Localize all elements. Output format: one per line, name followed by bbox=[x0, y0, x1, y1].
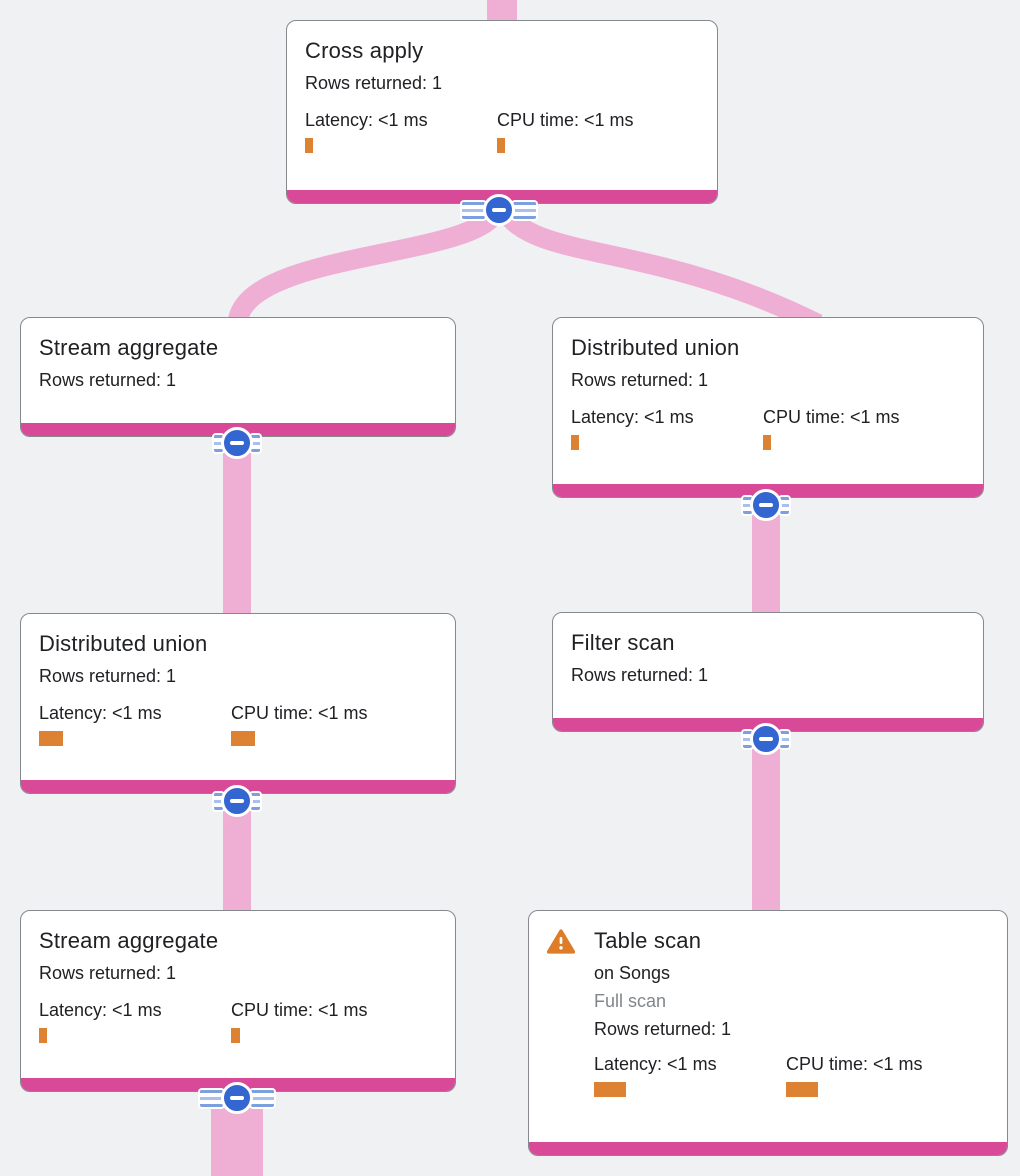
node-title: Distributed union bbox=[39, 631, 208, 656]
edge-stripes-icon bbox=[780, 496, 789, 514]
rows-returned: Rows returned: 1 bbox=[594, 1019, 732, 1040]
minus-icon bbox=[750, 489, 782, 521]
minus-icon bbox=[221, 427, 253, 459]
latency-bar bbox=[39, 731, 63, 747]
edge-stripes-icon bbox=[513, 201, 536, 219]
minus-icon bbox=[221, 1082, 253, 1114]
cpu-time-bar bbox=[497, 138, 505, 154]
cpu-time-metric: CPU time: <1 ms bbox=[786, 1054, 978, 1098]
latency-label: Latency: <1 ms bbox=[39, 1000, 162, 1021]
rows-returned: Rows returned: 1 bbox=[39, 370, 177, 391]
node-title: Table scan bbox=[594, 928, 702, 953]
plan-node-stream-aggregate-upper[interactable]: Stream aggregate Rows returned: 1 bbox=[20, 317, 456, 437]
minus-icon bbox=[483, 194, 515, 226]
plan-node-stream-aggregate-lower[interactable]: Stream aggregate Rows returned: 1 Latenc… bbox=[20, 910, 456, 1092]
node-title: Cross apply bbox=[305, 38, 424, 63]
edge-stripes-icon bbox=[200, 1089, 223, 1107]
collapse-button-cross-apply[interactable] bbox=[462, 194, 536, 226]
edge-stripes-icon bbox=[743, 496, 752, 514]
edge-stripes-icon bbox=[780, 730, 789, 748]
plan-node-table-scan[interactable]: Table scan on Songs Full scan Rows retur… bbox=[528, 910, 1008, 1156]
cpu-time-label: CPU time: <1 ms bbox=[497, 110, 634, 131]
cpu-time-label: CPU time: <1 ms bbox=[786, 1054, 923, 1075]
cpu-time-metric: CPU time: <1 ms bbox=[231, 703, 423, 747]
edge-cross-apply-to-distributed-union-right bbox=[494, 202, 823, 333]
plan-node-filter-scan[interactable]: Filter scan Rows returned: 1 bbox=[552, 612, 984, 732]
rows-returned: Rows returned: 1 bbox=[571, 665, 709, 686]
latency-metric: Latency: <1 ms bbox=[39, 703, 231, 747]
edge-stripes-icon bbox=[251, 434, 260, 452]
cpu-time-label: CPU time: <1 ms bbox=[231, 703, 368, 724]
rows-returned: Rows returned: 1 bbox=[39, 963, 177, 984]
node-title: Filter scan bbox=[571, 630, 675, 655]
collapse-button-distributed-union-left[interactable] bbox=[214, 785, 260, 817]
cpu-time-label: CPU time: <1 ms bbox=[763, 407, 900, 428]
latency-label: Latency: <1 ms bbox=[305, 110, 428, 131]
cpu-time-bar bbox=[763, 435, 771, 451]
latency-metric: Latency: <1 ms bbox=[305, 110, 497, 154]
latency-bar bbox=[571, 435, 579, 451]
edge-stripes-icon bbox=[743, 730, 752, 748]
latency-bar bbox=[39, 1028, 47, 1044]
collapse-button-stream-aggregate-lower[interactable] bbox=[200, 1082, 274, 1114]
latency-label: Latency: <1 ms bbox=[39, 703, 162, 724]
cpu-time-bar bbox=[231, 731, 255, 747]
rows-returned: Rows returned: 1 bbox=[39, 666, 177, 687]
node-bottom-bar bbox=[529, 1142, 1007, 1155]
cpu-time-bar bbox=[231, 1028, 240, 1044]
edge-stripes-icon bbox=[462, 201, 485, 219]
minus-icon bbox=[750, 723, 782, 755]
minus-icon bbox=[221, 785, 253, 817]
latency-bar bbox=[305, 138, 313, 154]
latency-label: Latency: <1 ms bbox=[571, 407, 694, 428]
rows-returned: Rows returned: 1 bbox=[571, 370, 709, 391]
scan-type: Full scan bbox=[594, 991, 667, 1012]
collapse-button-distributed-union-right[interactable] bbox=[743, 489, 789, 521]
plan-node-distributed-union-right[interactable]: Distributed union Rows returned: 1 Laten… bbox=[552, 317, 984, 498]
collapse-button-stream-aggregate-upper[interactable] bbox=[214, 427, 260, 459]
node-title: Stream aggregate bbox=[39, 928, 219, 953]
edge-stripes-icon bbox=[214, 434, 223, 452]
plan-node-distributed-union-left[interactable]: Distributed union Rows returned: 1 Laten… bbox=[20, 613, 456, 794]
latency-metric: Latency: <1 ms bbox=[39, 1000, 231, 1044]
latency-bar bbox=[594, 1082, 626, 1098]
edge-stripes-icon bbox=[251, 792, 260, 810]
node-subtitle: on Songs bbox=[594, 963, 671, 984]
node-title: Distributed union bbox=[571, 335, 740, 360]
collapse-button-filter-scan[interactable] bbox=[743, 723, 789, 755]
cpu-time-metric: CPU time: <1 ms bbox=[231, 1000, 423, 1044]
edge-stripes-icon bbox=[214, 792, 223, 810]
cpu-time-bar bbox=[786, 1082, 818, 1098]
edge-stripes-icon bbox=[251, 1089, 274, 1107]
node-title: Stream aggregate bbox=[39, 335, 219, 360]
latency-metric: Latency: <1 ms bbox=[594, 1054, 786, 1098]
cpu-time-metric: CPU time: <1 ms bbox=[497, 110, 689, 154]
plan-node-cross-apply[interactable]: Cross apply Rows returned: 1 Latency: <1… bbox=[286, 20, 718, 204]
rows-returned: Rows returned: 1 bbox=[305, 73, 443, 94]
latency-metric: Latency: <1 ms bbox=[571, 407, 763, 451]
cpu-time-label: CPU time: <1 ms bbox=[231, 1000, 368, 1021]
cpu-time-metric: CPU time: <1 ms bbox=[763, 407, 955, 451]
latency-label: Latency: <1 ms bbox=[594, 1054, 717, 1075]
warning-triangle-icon bbox=[547, 929, 575, 954]
edge-cross-apply-to-stream-aggregate-upper bbox=[228, 203, 507, 324]
